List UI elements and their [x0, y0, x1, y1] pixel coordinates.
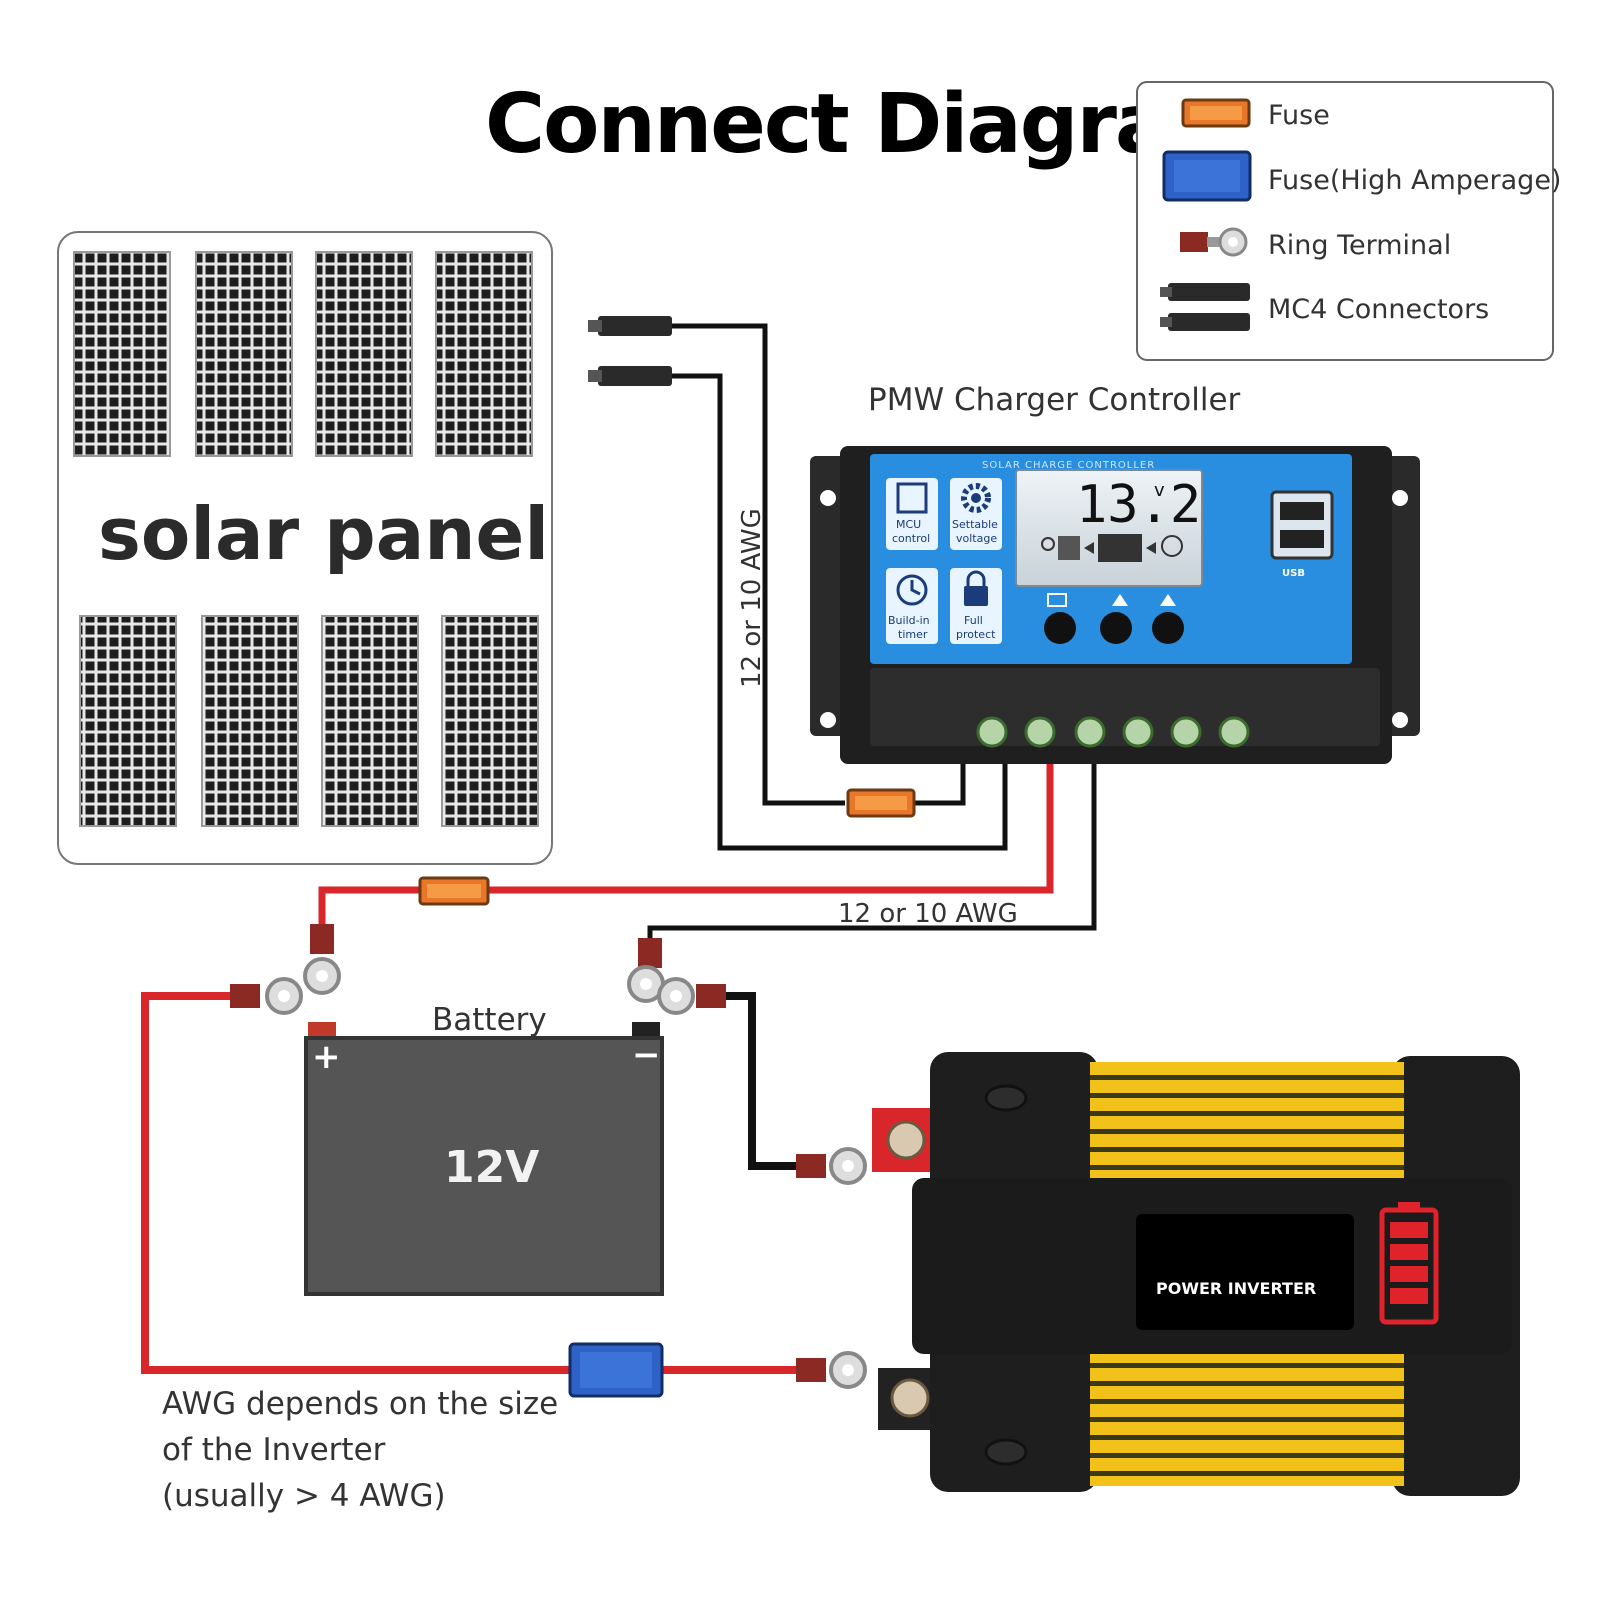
lcd-value: 13.2	[1076, 475, 1201, 535]
charge-controller: PMW Charger Controller SOLAR CHARGE CONT…	[810, 382, 1420, 764]
feature-line1: Full	[964, 614, 983, 627]
feature-line2: timer	[898, 628, 928, 641]
fuse-icon	[418, 876, 490, 906]
battery-positive-post	[308, 1022, 336, 1040]
ring-terminal-icon	[230, 977, 303, 1015]
legend: Fuse Fuse(High Amperage) Ring Terminal	[1136, 81, 1561, 361]
solar-wire-bottom	[668, 373, 1008, 851]
legend-item-fuse: Fuse	[1181, 98, 1330, 131]
legend-label: Ring Terminal	[1268, 230, 1451, 261]
mc4-connector-icon	[1160, 283, 1250, 331]
solar-panel-top-row	[73, 251, 533, 457]
legend-label: Fuse	[1268, 100, 1330, 131]
chip-icon	[896, 482, 928, 514]
battery-level-icon	[1379, 1202, 1439, 1325]
terminal-screw	[1218, 716, 1250, 748]
battery-voltage: 12V	[444, 1142, 539, 1193]
solar-module	[195, 251, 293, 457]
battery-label: Battery	[432, 1002, 547, 1038]
controller-button-down[interactable]	[1152, 612, 1184, 644]
mc4-connector-icon	[588, 366, 672, 386]
high-amperage-fuse-icon	[1162, 150, 1252, 202]
lock-icon	[964, 570, 988, 606]
battery-negative-sign: −	[632, 1035, 661, 1075]
ring-terminal-icon	[303, 924, 341, 995]
solar-module	[315, 251, 413, 457]
high-amperage-fuse-icon	[568, 1342, 664, 1398]
lcd-unit: v	[1154, 480, 1165, 501]
battery-positive-sign: +	[312, 1037, 341, 1077]
solar-wire-top	[668, 323, 845, 806]
awg-label-vertical: 12 or 10 AWG	[737, 508, 767, 688]
feature-line2: voltage	[956, 532, 997, 545]
legend-item-ring-terminal: Ring Terminal	[1180, 227, 1451, 261]
controller-button-menu[interactable]	[1044, 612, 1076, 644]
solar-panel-bottom-row	[79, 615, 539, 827]
feature-build-in-timer: Build-in timer	[886, 568, 938, 644]
legend-label: MC4 Connectors	[1268, 294, 1489, 325]
note-line-3: (usually > 4 AWG)	[162, 1478, 446, 1514]
solar-module	[441, 615, 539, 827]
ring-terminal-icon	[1180, 227, 1248, 257]
inverter-positive-wire	[141, 992, 800, 1374]
inverter-negative-wire	[720, 992, 800, 1170]
battery-negative-post	[632, 1022, 660, 1040]
legend-item-mc4: MC4 Connectors	[1160, 283, 1489, 331]
solar-panel-label: solar panel	[98, 492, 549, 576]
solar-panel-frame	[57, 231, 553, 865]
controller-buttons	[1044, 593, 1184, 644]
solar-wire-top-to-controller	[913, 760, 966, 806]
feature-line2: protect	[956, 628, 996, 641]
clock-icon	[896, 574, 928, 606]
power-inverter: POWER INVERTER	[872, 1052, 1520, 1496]
terminal-screw	[976, 716, 1008, 748]
mc4-connector-icon	[588, 316, 672, 336]
feature-line2: control	[892, 532, 930, 545]
usb-label: USB	[1282, 568, 1305, 579]
feature-settable-voltage: Settable voltage	[950, 478, 1002, 550]
legend-label: Fuse(High Amperage)	[1268, 165, 1561, 196]
solar-module	[73, 251, 171, 457]
inverter-wires	[141, 992, 800, 1374]
page-title: Connect Diagram	[485, 77, 1252, 172]
battery-positive-wire	[318, 760, 1054, 930]
ring-terminal-icon	[796, 1147, 867, 1185]
awg-note: AWG depends on the size of the Inverter …	[162, 1386, 558, 1514]
feature-line1: Settable	[952, 518, 998, 531]
legend-item-high-amperage-fuse: Fuse(High Amperage)	[1162, 150, 1561, 202]
feature-full-protect: Full protect	[950, 568, 1002, 644]
feature-line1: MCU	[896, 518, 921, 531]
ring-terminal-icon	[657, 977, 726, 1015]
terminal-screw	[1074, 716, 1106, 748]
feature-mcu-control: MCU control	[886, 478, 938, 550]
note-line-1: AWG depends on the size	[162, 1386, 558, 1422]
ring-terminal-icon	[796, 1351, 867, 1389]
solar-module	[435, 251, 533, 457]
note-line-2: of the Inverter	[162, 1432, 386, 1468]
controller-label: PMW Charger Controller	[868, 382, 1241, 418]
feature-line1: Build-in	[888, 614, 930, 627]
inverter-label: POWER INVERTER	[1156, 1279, 1316, 1298]
controller-button-up[interactable]	[1100, 612, 1132, 644]
solar-module	[321, 615, 419, 827]
solar-wires	[668, 323, 1008, 851]
lcd-flow-icon	[1041, 534, 1183, 562]
fuse-icon	[1181, 98, 1251, 128]
controller-header: SOLAR CHARGE CONTROLLER	[982, 460, 1155, 471]
awg-label-horizontal: 12 or 10 AWG	[838, 899, 1018, 929]
battery: Battery + − 12V	[304, 1002, 664, 1296]
solar-panel: solar panel	[57, 231, 553, 865]
inverter-label-plate	[1136, 1214, 1354, 1330]
solar-module	[201, 615, 299, 827]
terminal-screw	[1170, 716, 1202, 748]
gear-icon	[961, 483, 991, 513]
usb-ports: USB	[1270, 490, 1334, 579]
fuse-icon	[846, 788, 916, 818]
controller-terminals	[976, 716, 1250, 748]
terminal-screw	[1122, 716, 1154, 748]
terminal-screw	[1024, 716, 1056, 748]
solar-module	[79, 615, 177, 827]
battery-body	[304, 1036, 664, 1296]
